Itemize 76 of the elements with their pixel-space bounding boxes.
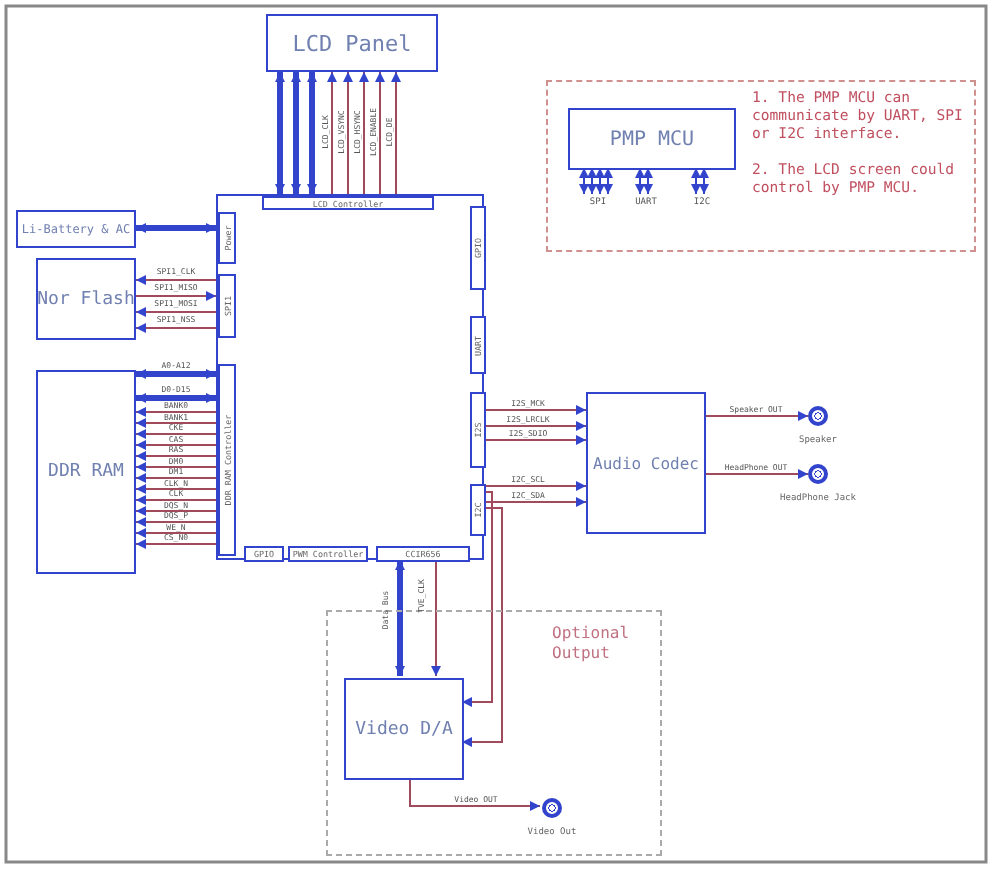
component-label: Nor Flash (37, 289, 135, 309)
group-title: Optional Output (552, 624, 632, 664)
connector-arrow (699, 167, 709, 195)
connector-arrow (135, 528, 217, 538)
connector-arrow (135, 473, 217, 483)
connector-arrow (391, 71, 401, 195)
component-label: DDR RAM (48, 462, 124, 482)
component-box (36, 370, 136, 574)
connector-arrow (135, 418, 217, 428)
connector-arrow (635, 167, 645, 195)
chip-box (216, 194, 484, 560)
connector-arrow (135, 539, 217, 549)
connector-arrow (587, 167, 597, 195)
connector-arrow (135, 407, 217, 417)
component-box (586, 392, 706, 534)
connector-arrow (431, 559, 441, 677)
component-label: PMP MCU (609, 128, 695, 150)
interface-block (244, 546, 284, 562)
connector-arrow (705, 411, 809, 421)
connector-arrow (375, 71, 385, 195)
connector-arrow (483, 435, 587, 445)
connector-arrow (483, 481, 587, 491)
connector-arrow (461, 491, 493, 707)
connector-arrow (135, 440, 217, 450)
connector-arrow (595, 167, 605, 195)
connector-arrow (643, 167, 653, 195)
connector-arrow (136, 369, 216, 379)
connector-arrow (136, 393, 216, 403)
connector-arrow (579, 167, 589, 195)
component-box (266, 14, 438, 72)
connector-arrow (307, 72, 317, 194)
component-box (344, 678, 464, 780)
connector-arrow (135, 506, 217, 516)
connector-arrow (603, 167, 613, 195)
component-box (568, 108, 736, 170)
interface-block (218, 274, 236, 338)
connector-arrow (291, 72, 301, 194)
connector-arrow (135, 517, 217, 527)
interface-block (470, 484, 486, 536)
connector-arrow (135, 291, 217, 301)
connector-arrow (359, 71, 369, 195)
connector-arrow (483, 405, 587, 415)
component-label: Audio Codec (593, 454, 699, 472)
note-panel (546, 80, 976, 252)
interface-block (218, 364, 236, 556)
connector-arrow (275, 72, 285, 194)
dashed-group-box (326, 610, 662, 856)
connector-arrow (135, 495, 217, 505)
connector-arrow (483, 421, 587, 431)
interface-block (470, 206, 486, 290)
component-label: LCD Panel (292, 30, 412, 56)
interface-block (262, 196, 434, 210)
connector-arrow (409, 777, 541, 811)
connector-arrow (135, 307, 217, 317)
interface-block (288, 546, 368, 562)
connector-arrow (135, 275, 217, 285)
connector-arrow (135, 484, 217, 494)
interface-block (470, 392, 486, 468)
connector-arrow (343, 71, 353, 195)
connector-arrow (705, 469, 809, 479)
component-box (16, 210, 136, 248)
connector-arrow (135, 462, 217, 472)
interface-block (218, 212, 236, 264)
connector-arrow (395, 560, 405, 676)
connector-arrow (136, 223, 216, 233)
connector-arrow (691, 167, 701, 195)
connector-arrow (135, 451, 217, 461)
component-label: Video D/A (355, 719, 453, 739)
connector-arrow (483, 497, 587, 507)
connector-arrow (135, 323, 217, 333)
connector-arrow (461, 507, 503, 747)
interface-block (376, 546, 470, 562)
component-box (36, 258, 136, 340)
interface-block (470, 316, 486, 374)
connector-arrow (135, 429, 217, 439)
connector-arrow (327, 71, 337, 195)
